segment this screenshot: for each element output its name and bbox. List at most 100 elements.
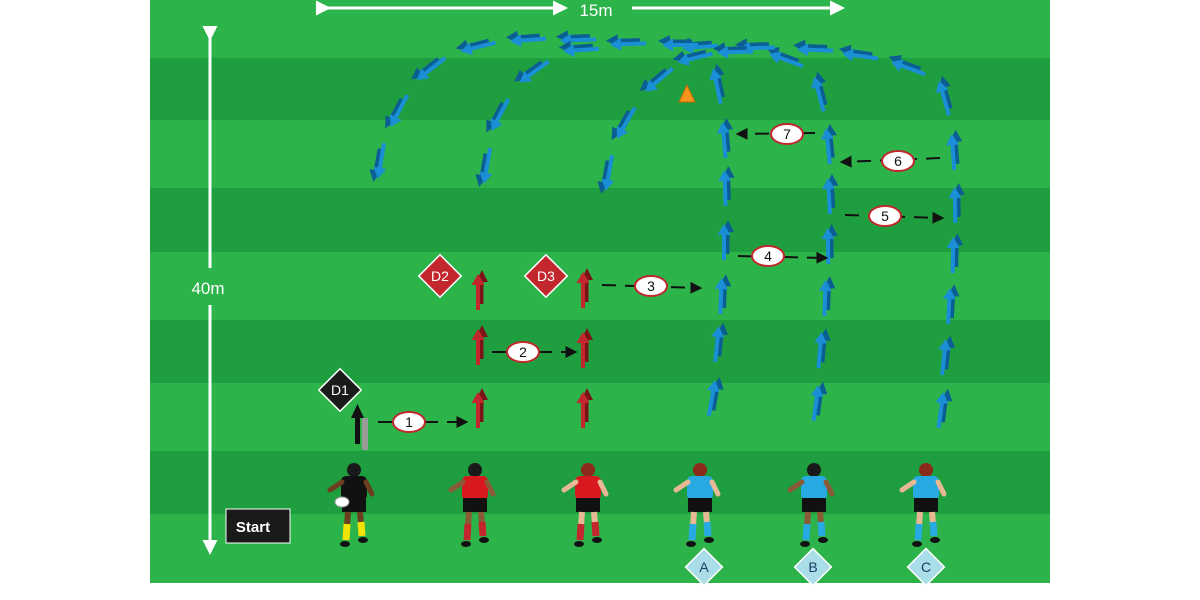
ball-icon bbox=[334, 496, 350, 508]
defender-label: D2 bbox=[431, 268, 449, 284]
arrow-icon bbox=[814, 328, 831, 369]
pass-number: 7 bbox=[783, 126, 791, 142]
ball-icon bbox=[634, 275, 668, 297]
arrow-icon bbox=[712, 42, 754, 59]
arrow-icon bbox=[486, 98, 511, 133]
arrow-icon bbox=[658, 35, 698, 52]
arrow-icon bbox=[709, 63, 725, 105]
runner-markers: A B C bbox=[684, 547, 946, 587]
defender-label: D3 bbox=[537, 268, 555, 284]
width-label: 15m bbox=[579, 1, 612, 20]
arrow-icon bbox=[793, 39, 834, 57]
arrow-icon bbox=[822, 173, 839, 215]
arrow-icon bbox=[810, 381, 828, 422]
start-marker: Start bbox=[225, 508, 291, 544]
start-label: Start bbox=[236, 519, 270, 536]
arrow-icon bbox=[576, 328, 593, 368]
arrow-icon bbox=[838, 44, 879, 62]
pass-number: 1 bbox=[405, 414, 413, 430]
player-ball-carrier bbox=[327, 463, 375, 547]
arrow-icon bbox=[888, 55, 926, 77]
ball-icon bbox=[881, 150, 915, 172]
arrow-icon bbox=[672, 49, 713, 67]
player-runner-a bbox=[673, 463, 721, 547]
arrow-icon bbox=[351, 404, 368, 450]
arrow-icon bbox=[946, 233, 964, 274]
defenders: D1 D2 D3 bbox=[317, 253, 569, 413]
defender-d2: D2 bbox=[417, 253, 463, 299]
arrow-icon bbox=[820, 123, 837, 165]
arrow-icon bbox=[558, 40, 600, 57]
pass-number: 5 bbox=[881, 208, 889, 224]
ball-icon bbox=[392, 411, 426, 433]
defender-d1: D1 bbox=[317, 367, 363, 413]
arrow-icon bbox=[717, 220, 734, 260]
ball-icon bbox=[868, 205, 902, 227]
arrow-icon bbox=[948, 182, 965, 224]
pass-7: 7 bbox=[735, 123, 816, 145]
arrow-icon bbox=[385, 94, 410, 129]
arrow-icon bbox=[766, 47, 804, 69]
defender-d3: D3 bbox=[523, 253, 569, 299]
ball-icon bbox=[770, 123, 804, 145]
arrow-icon bbox=[475, 147, 493, 187]
arrow-icon bbox=[942, 284, 960, 325]
ball-icon bbox=[506, 341, 540, 363]
arrow-icon bbox=[711, 322, 728, 363]
runner-label: A bbox=[699, 559, 709, 575]
pass-number: 6 bbox=[894, 153, 902, 169]
width-dimension: 15m bbox=[316, 0, 845, 20]
runner-label: B bbox=[808, 559, 817, 575]
runner-marker-c: C bbox=[906, 547, 946, 587]
arrow-icon bbox=[471, 388, 488, 428]
player-runner-c bbox=[899, 463, 947, 547]
arrow-icon bbox=[718, 165, 735, 207]
pass-6: 6 bbox=[839, 150, 941, 172]
arrow-icon bbox=[505, 30, 547, 47]
pass-5: 5 bbox=[844, 205, 945, 227]
length-dimension: 40m bbox=[191, 26, 225, 555]
arrow-icon bbox=[938, 335, 955, 376]
player-runner-b bbox=[787, 463, 835, 547]
arrow-icon bbox=[935, 388, 953, 429]
pass-number: 4 bbox=[764, 248, 772, 264]
arrow-icon bbox=[471, 325, 488, 365]
runner-marker-b: B bbox=[793, 547, 833, 587]
pass-3: 3 bbox=[601, 275, 703, 297]
arrow-icon bbox=[810, 71, 828, 112]
pass-1: 1 bbox=[378, 411, 469, 433]
player-support-2 bbox=[561, 463, 609, 547]
pass-number: 3 bbox=[647, 278, 655, 294]
run-arrows bbox=[351, 30, 965, 450]
arrow-icon bbox=[935, 75, 953, 116]
arrow-icon bbox=[513, 59, 550, 83]
arrow-icon bbox=[818, 276, 836, 317]
arrow-icon bbox=[639, 66, 675, 92]
pass-sequence: 1 2 3 4 5 6 7 bbox=[378, 123, 945, 433]
arrow-icon bbox=[716, 117, 734, 159]
players bbox=[327, 463, 947, 547]
arrow-icon bbox=[597, 154, 615, 194]
defender-label: D1 bbox=[331, 382, 349, 398]
arrow-icon bbox=[576, 268, 593, 308]
arrow-icon bbox=[471, 270, 488, 310]
arrow-icon bbox=[411, 56, 447, 81]
length-label: 40m bbox=[191, 279, 224, 298]
arrow-icon bbox=[455, 38, 496, 56]
arrow-icon bbox=[369, 142, 387, 182]
ball-icon bbox=[751, 245, 785, 267]
player-support-1 bbox=[448, 463, 496, 547]
runner-marker-a: A bbox=[684, 547, 724, 587]
arrow-icon bbox=[611, 106, 637, 141]
arrow-icon bbox=[714, 274, 732, 315]
arrow-icon bbox=[946, 129, 963, 171]
pass-2: 2 bbox=[492, 341, 578, 363]
arrow-icon bbox=[576, 388, 593, 428]
arrow-icon bbox=[706, 377, 724, 417]
arrow-icon bbox=[821, 223, 838, 265]
cone-icon bbox=[678, 83, 696, 103]
pass-4: 4 bbox=[737, 245, 829, 267]
arrow-icon bbox=[605, 34, 647, 51]
